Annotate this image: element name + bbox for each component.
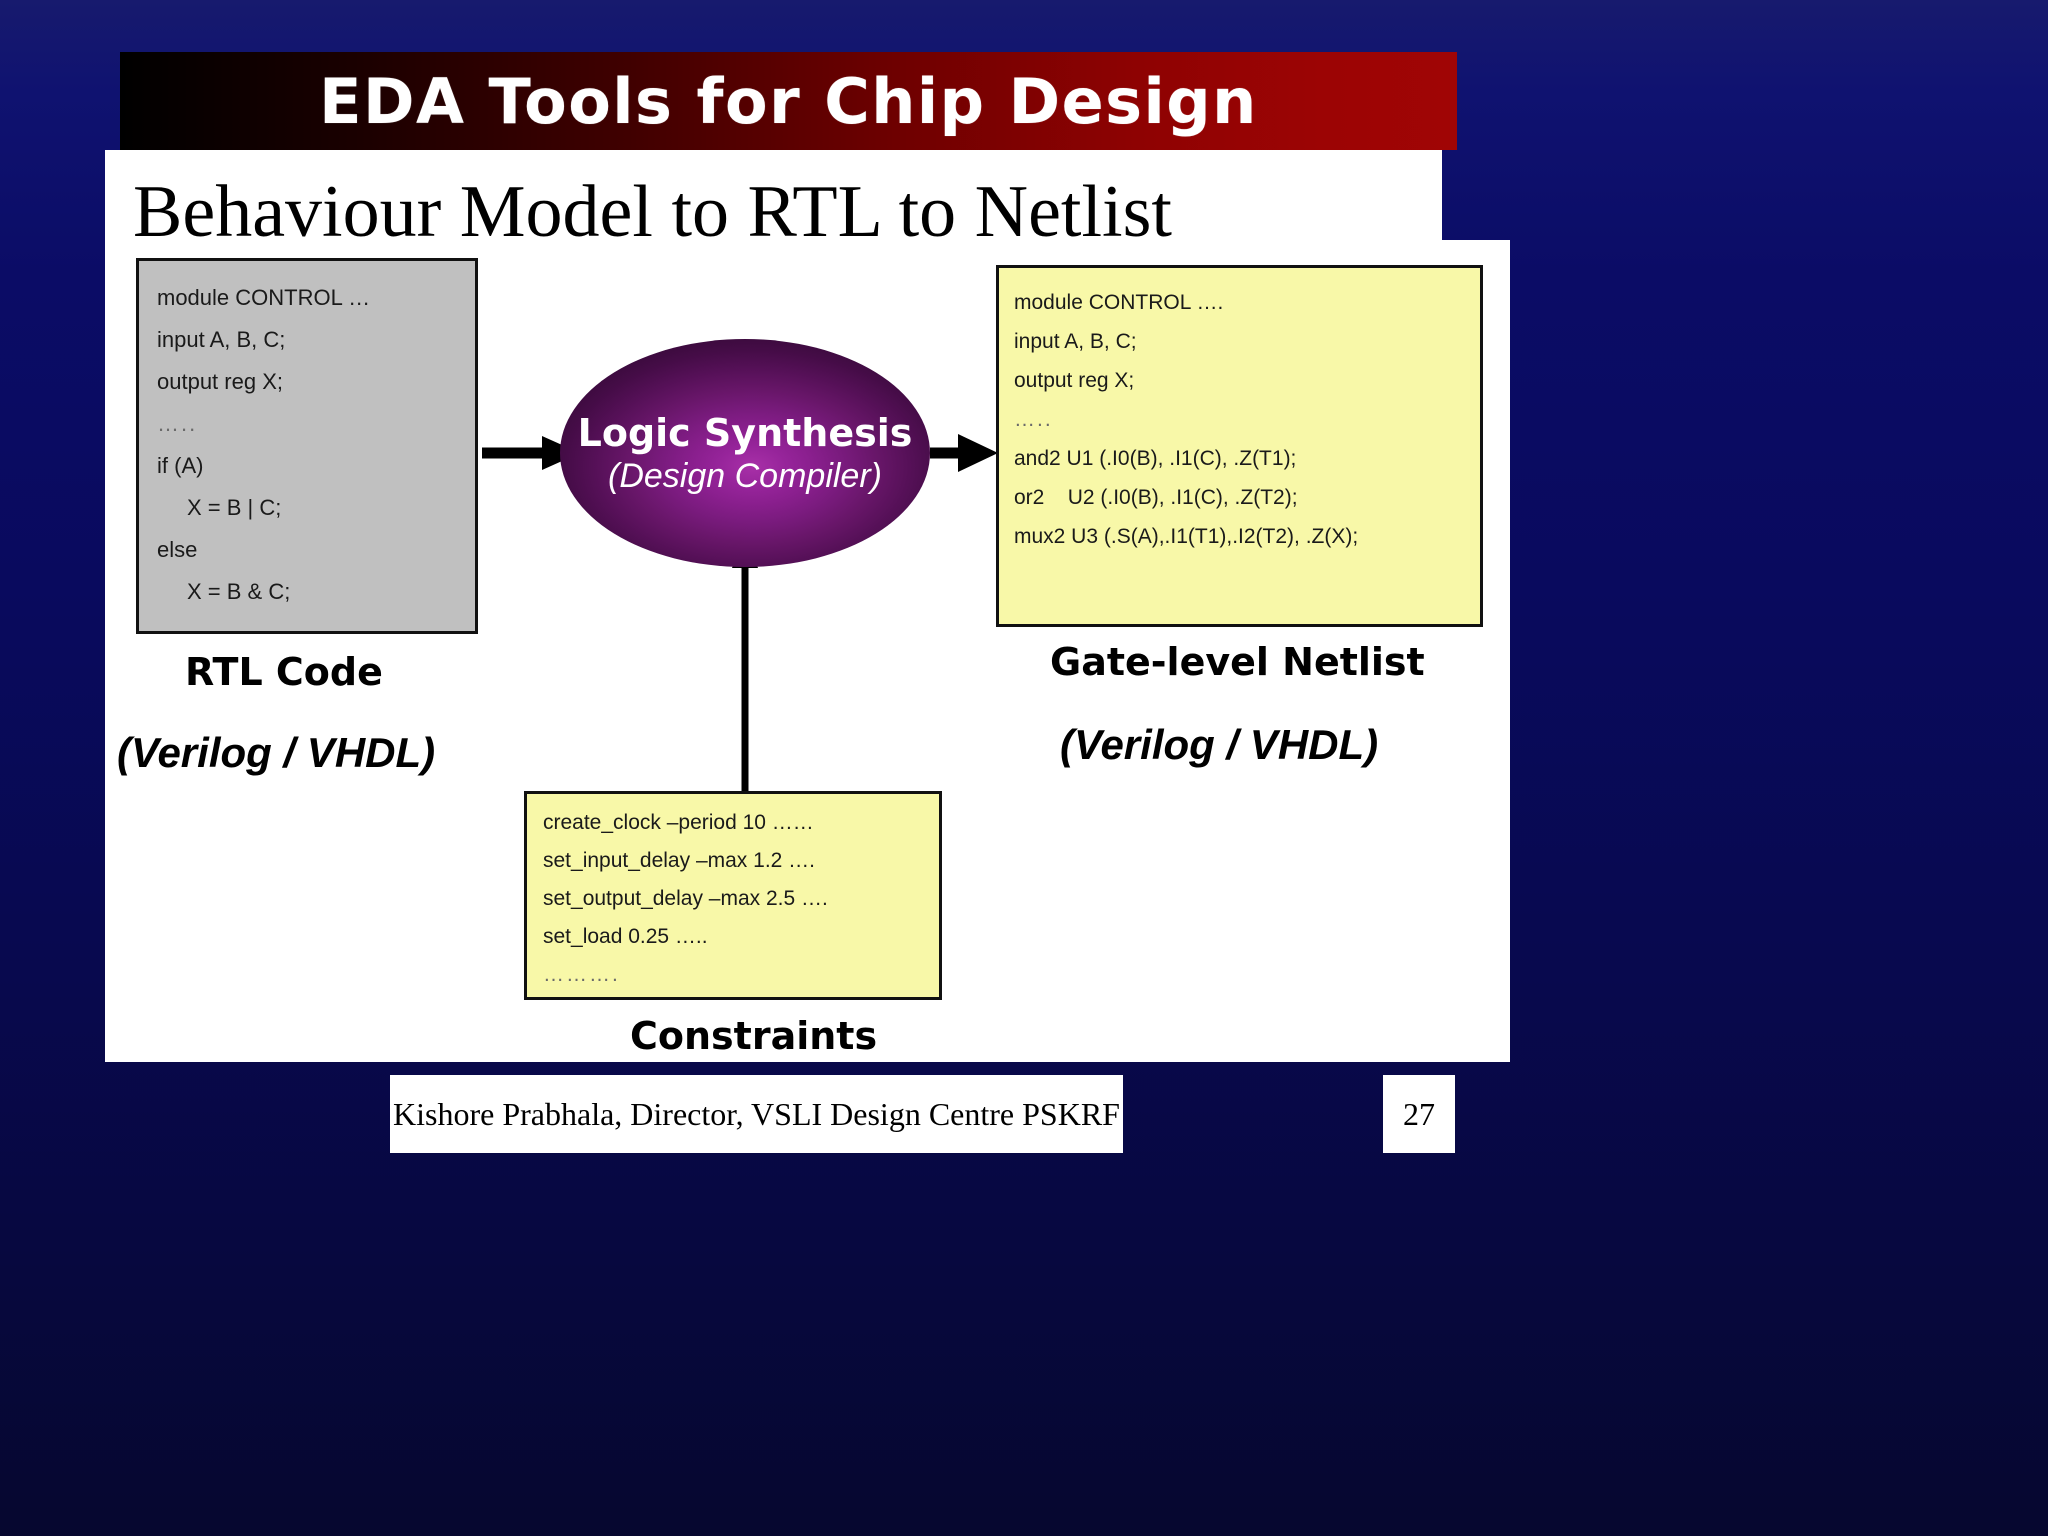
netlist-code-line: input A, B, C; (1014, 330, 1137, 353)
rtl-code-line: output reg X; (157, 369, 283, 394)
slide-title-banner: EDA Tools for Chip Design (120, 52, 1457, 150)
rtl-code-line: ….. (157, 411, 198, 436)
constraint-line: set_load 0.25 ….. (543, 925, 708, 948)
netlist-code-line: output reg X; (1014, 369, 1135, 392)
page-title: Behaviour Model to RTL to Netlist (133, 171, 1172, 253)
constraint-line: ………. (543, 963, 620, 986)
caption-gate-level-netlist: Gate-level Netlist (1050, 640, 1425, 684)
rtl-code-line: X = B | C; (187, 495, 282, 520)
rtl-code-line: else (157, 537, 198, 562)
gate-level-netlist-box: module CONTROL …. input A, B, C; output … (996, 265, 1483, 627)
arrow-constraints-to-synthesis (732, 533, 758, 791)
rtl-code-line: X = B & C; (187, 579, 291, 604)
netlist-code-line: or2 U2 (.I0(B), .I1(C), .Z(T2); (1014, 486, 1298, 509)
netlist-code-line: mux2 U3 (.S(A),.I1(T1),.I2(T2), .Z(X); (1014, 525, 1359, 548)
rtl-code-line: if (A) (157, 453, 204, 478)
ellipse-subtitle: (Design Compiler) (608, 456, 882, 495)
caption-rtl-code: RTL Code (185, 650, 383, 694)
constraint-line: create_clock –period 10 …… (543, 811, 814, 834)
netlist-code-line: and2 U1 (.I0(B), .I1(C), .Z(T1); (1014, 447, 1297, 470)
page-number: 27 (1403, 1095, 1435, 1132)
slide-title: EDA Tools for Chip Design (319, 64, 1258, 138)
page-number-box: 27 (1383, 1075, 1455, 1153)
arrow-synthesis-to-netlist (930, 434, 998, 472)
ellipse-title: Logic Synthesis (577, 410, 913, 455)
caption-constraints: Constraints (630, 1014, 878, 1058)
constraints-box: create_clock –period 10 …… set_input_del… (524, 791, 942, 1000)
logic-synthesis-ellipse: Logic Synthesis (Design Compiler) (560, 339, 930, 567)
netlist-code-line: module CONTROL …. (1014, 291, 1224, 314)
caption-netlist-language: (Verilog / VHDL) (1060, 721, 1379, 768)
footer-bar: Kishore Prabhala, Director, VSLI Design … (390, 1075, 1123, 1153)
rtl-code-line: input A, B, C; (157, 327, 286, 352)
diagram-area: module CONTROL … input A, B, C; output r… (105, 240, 1510, 1062)
rtl-code-line: module CONTROL … (157, 285, 371, 310)
caption-rtl-language: (Verilog / VHDL) (117, 729, 436, 776)
constraint-line: set_input_delay –max 1.2 …. (543, 849, 815, 872)
content-panel-upper (105, 150, 1442, 250)
footer-text: Kishore Prabhala, Director, VSLI Design … (393, 1095, 1120, 1132)
constraint-line: set_output_delay –max 2.5 …. (543, 887, 828, 910)
netlist-code-line: ….. (1014, 408, 1053, 431)
rtl-code-box: module CONTROL … input A, B, C; output r… (136, 258, 478, 634)
